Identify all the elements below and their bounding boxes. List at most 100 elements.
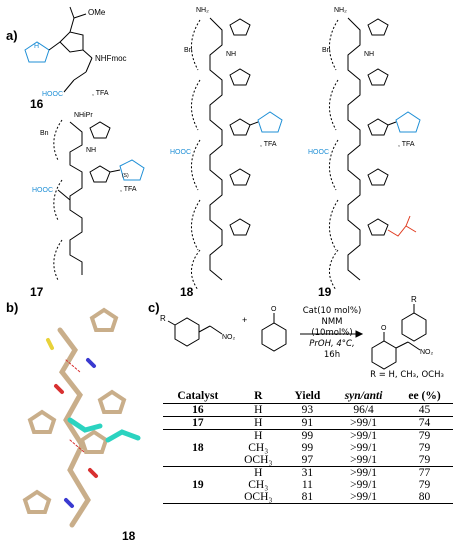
- c17-bn: Bn: [40, 130, 49, 137]
- cell-r: OCH₃: [232, 454, 284, 467]
- c17-label: 17: [30, 285, 44, 299]
- c18-amide: NH₂: [196, 7, 209, 14]
- c16-label: 16: [30, 97, 44, 111]
- cell-r: OCH₃: [232, 491, 284, 504]
- cell-syn-anti: >99/1: [350, 442, 378, 454]
- cond-catalyst: Cat(10 mol%): [302, 306, 362, 316]
- c18-salt: , TFA: [260, 141, 277, 148]
- cell-r: CH₃: [248, 479, 269, 491]
- cell-catalyst: [163, 491, 233, 504]
- cell-ee: 74: [396, 416, 453, 430]
- table-row: 18 CH₃ 99 >99/1 79: [163, 442, 453, 454]
- table-row: H 99 >99/1 79: [163, 430, 453, 443]
- panel-label-c: c): [148, 300, 160, 315]
- cell-yield: 99: [301, 430, 314, 442]
- c19-acid: HOOC: [308, 149, 329, 156]
- compound-19-structure: [329, 17, 421, 291]
- col-catalyst: Catalyst: [163, 389, 233, 404]
- model-3d: [22, 307, 141, 528]
- reactant-r: R: [160, 314, 166, 323]
- c17-amide: NHiPr: [74, 112, 93, 119]
- cell-catalyst: [163, 467, 233, 480]
- ketone-o: O: [271, 306, 277, 313]
- cell-r: H: [232, 403, 284, 417]
- cell-yield: 93: [283, 403, 332, 417]
- cell-ee: 79: [418, 442, 431, 454]
- table-row: 19 CH₃ 11 >99/1 79: [163, 479, 453, 491]
- cell-syn-anti: >99/1: [350, 479, 378, 491]
- col-syn-anti: syn/anti: [331, 389, 397, 404]
- panel-label-b: b): [6, 300, 19, 315]
- reaction-scheme: [167, 304, 427, 370]
- plus-sign: +: [242, 315, 247, 325]
- cell-syn-anti: >99/1: [331, 416, 397, 430]
- c18-label: 18: [180, 285, 194, 299]
- cell-yield: 31: [301, 467, 314, 479]
- reaction-conditions: Cat(10 mol%) NMM (10mol%) PrOH, 4°C, 16h: [300, 306, 364, 361]
- model-label: 18: [122, 529, 136, 543]
- table-row: 17 H 91 >99/1 74: [163, 416, 453, 430]
- cell-catalyst: 17: [163, 416, 233, 430]
- cell-ee: 79: [418, 479, 431, 491]
- c17-salt: , TFA: [120, 186, 137, 193]
- cell-ee: 79: [418, 430, 431, 442]
- product-r: R: [411, 295, 417, 304]
- reactant-nitro: NO₂: [222, 334, 236, 341]
- cell-yield: 81: [283, 491, 332, 504]
- c16-ester: OMe: [88, 8, 106, 17]
- cond-time: 16h: [323, 350, 341, 360]
- cell-r: CH₃: [248, 442, 269, 454]
- cell-yield: 91: [283, 416, 332, 430]
- compound-16-structure: [24, 6, 93, 93]
- cell-catalyst: 18: [192, 442, 204, 454]
- c19-label: 19: [318, 285, 332, 299]
- r-definition: R = H, CH₃, OCH₃: [370, 370, 444, 380]
- table-row: OCH₃ 97 >99/1 79: [163, 454, 453, 467]
- c18-nh: NH: [226, 51, 236, 58]
- c18-bn: Bn: [184, 47, 193, 54]
- cond-temp: PrOH, 4°C,: [309, 339, 355, 349]
- cell-ee: 79: [396, 454, 453, 467]
- cell-syn-anti: >99/1: [350, 467, 378, 479]
- col-yield: Yield: [283, 389, 332, 404]
- c16-nh: H: [34, 43, 39, 50]
- compound-18-structure: [191, 17, 283, 291]
- cond-base: NMM (10mol%): [311, 317, 353, 338]
- cell-syn-anti: >99/1: [331, 454, 397, 467]
- table-row: H 31 >99/1 77: [163, 467, 453, 480]
- cell-ee: 80: [396, 491, 453, 504]
- cell-syn-anti: >99/1: [350, 430, 378, 442]
- cell-syn-anti: 96/4: [331, 403, 397, 417]
- table-header-row: Catalyst R Yield syn/anti ee (%): [163, 389, 453, 404]
- cell-r: H: [254, 430, 263, 442]
- cell-r: H: [254, 467, 263, 479]
- c18-acid: HOOC: [170, 149, 191, 156]
- results-table: Catalyst R Yield syn/anti ee (%) 16 H 93…: [163, 389, 453, 504]
- col-r: R: [232, 389, 284, 404]
- cell-catalyst: 19: [192, 479, 204, 491]
- c16-amine: NHFmoc: [95, 54, 127, 63]
- c19-salt: , TFA: [398, 141, 415, 148]
- cell-ee: 45: [396, 403, 453, 417]
- cell-ee: 77: [418, 467, 431, 479]
- c16-acid: HOOC: [42, 91, 63, 98]
- cell-catalyst: 16: [163, 403, 233, 417]
- c19-amide: NH₂: [334, 7, 347, 14]
- col-ee: ee (%): [396, 389, 453, 404]
- table-row: OCH₃ 81 >99/1 80: [163, 491, 453, 504]
- cell-catalyst: [163, 454, 233, 467]
- c17-stereo: (S): [122, 173, 129, 179]
- cell-yield: 97: [283, 454, 332, 467]
- cell-r: H: [232, 416, 284, 430]
- c19-bn: Bn: [322, 47, 331, 54]
- product-nitro: NO₂: [420, 349, 434, 356]
- cell-yield: 11: [301, 479, 313, 491]
- c17-acid: HOOC: [32, 187, 53, 194]
- cell-yield: 99: [301, 442, 314, 454]
- c19-nh: NH: [364, 51, 374, 58]
- compound-17-structure: [53, 119, 145, 281]
- c17-nh: NH: [86, 147, 96, 154]
- table-row: 16 H 93 96/4 45: [163, 403, 453, 417]
- cell-catalyst: [163, 430, 233, 443]
